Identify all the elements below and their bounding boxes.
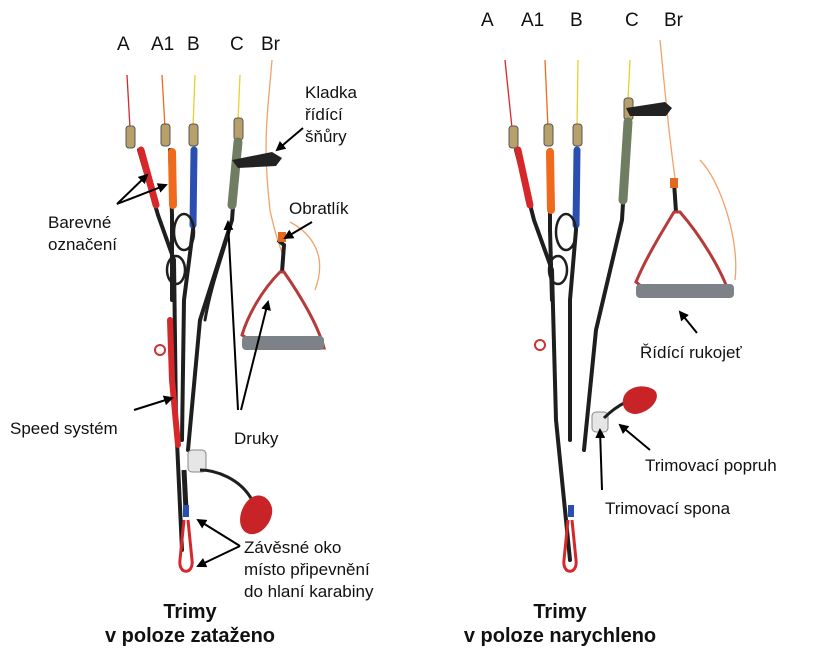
label-kladka-2: řídící: [305, 104, 343, 125]
right-col-a1: A1: [521, 10, 544, 32]
right-brake-handle: [636, 178, 734, 298]
arrow-druky-right: [241, 302, 268, 410]
right-caption-1: Trimy: [440, 600, 680, 624]
right-blue-mark: [568, 505, 574, 517]
label-kladka-1: Kladka: [305, 82, 357, 103]
left-speed-ring: [155, 345, 165, 355]
left-caption-2: v poloze zataženo: [80, 624, 300, 648]
arrow-ridici: [680, 312, 697, 333]
left-trim-handle: [240, 496, 272, 535]
left-trim-strap: [200, 470, 252, 500]
left-bottom-riser: [184, 470, 186, 510]
label-spona: Trimovací spona: [605, 498, 730, 519]
right-webbing: [516, 120, 628, 560]
label-barevne-2: označení: [48, 234, 117, 255]
label-zavesne-3: do hlaní karabiny: [244, 581, 373, 602]
arrow-popruh: [620, 425, 650, 450]
left-col-a1: A1: [151, 34, 174, 56]
left-brake-handle: [242, 232, 324, 350]
left-col-b: B: [187, 34, 200, 56]
arrow-barevne-red: [117, 175, 147, 204]
arrow-druky-left: [228, 222, 238, 410]
label-zavesne-2: místo připevnění: [244, 559, 370, 580]
left-col-br: Br: [261, 34, 280, 56]
right-riser-set: [505, 40, 736, 571]
label-ridici: Řídící rukojeť: [640, 342, 742, 363]
arrow-spona: [600, 430, 602, 490]
arrow-kladka: [277, 128, 303, 150]
right-col-a: A: [481, 10, 494, 32]
right-caption-2: v poloze narychleno: [440, 624, 680, 648]
left-blue-mark: [183, 505, 189, 517]
left-col-a: A: [117, 34, 130, 56]
label-obratlik: Obratlík: [289, 198, 349, 219]
arrow-barevne-orange: [117, 185, 166, 204]
label-zavesne-1: Závěsné oko: [244, 537, 341, 558]
left-caption-1: Trimy: [80, 600, 300, 624]
left-col-c: C: [230, 34, 244, 56]
label-speed: Speed systém: [10, 418, 118, 439]
arrow-speed: [134, 398, 172, 410]
arrow-zavesne-lower: [198, 546, 240, 566]
right-top-lines: [505, 40, 736, 280]
right-col-br: Br: [664, 10, 683, 32]
left-riser-set: [126, 60, 324, 571]
right-maillons: [509, 98, 633, 148]
label-druky: Druky: [234, 428, 278, 449]
arrow-zavesne-upper: [198, 520, 240, 546]
right-trim-handle: [623, 386, 657, 414]
label-popruh: Trimovací popruh: [645, 455, 777, 476]
label-barevne-1: Barevné: [48, 212, 111, 233]
right-col-b: B: [570, 10, 583, 32]
right-trim-strap: [604, 402, 626, 418]
right-col-c: C: [625, 10, 639, 32]
left-maillons: [126, 118, 243, 148]
label-kladka-3: šňůry: [305, 126, 347, 147]
right-speed-ring: [535, 340, 545, 350]
